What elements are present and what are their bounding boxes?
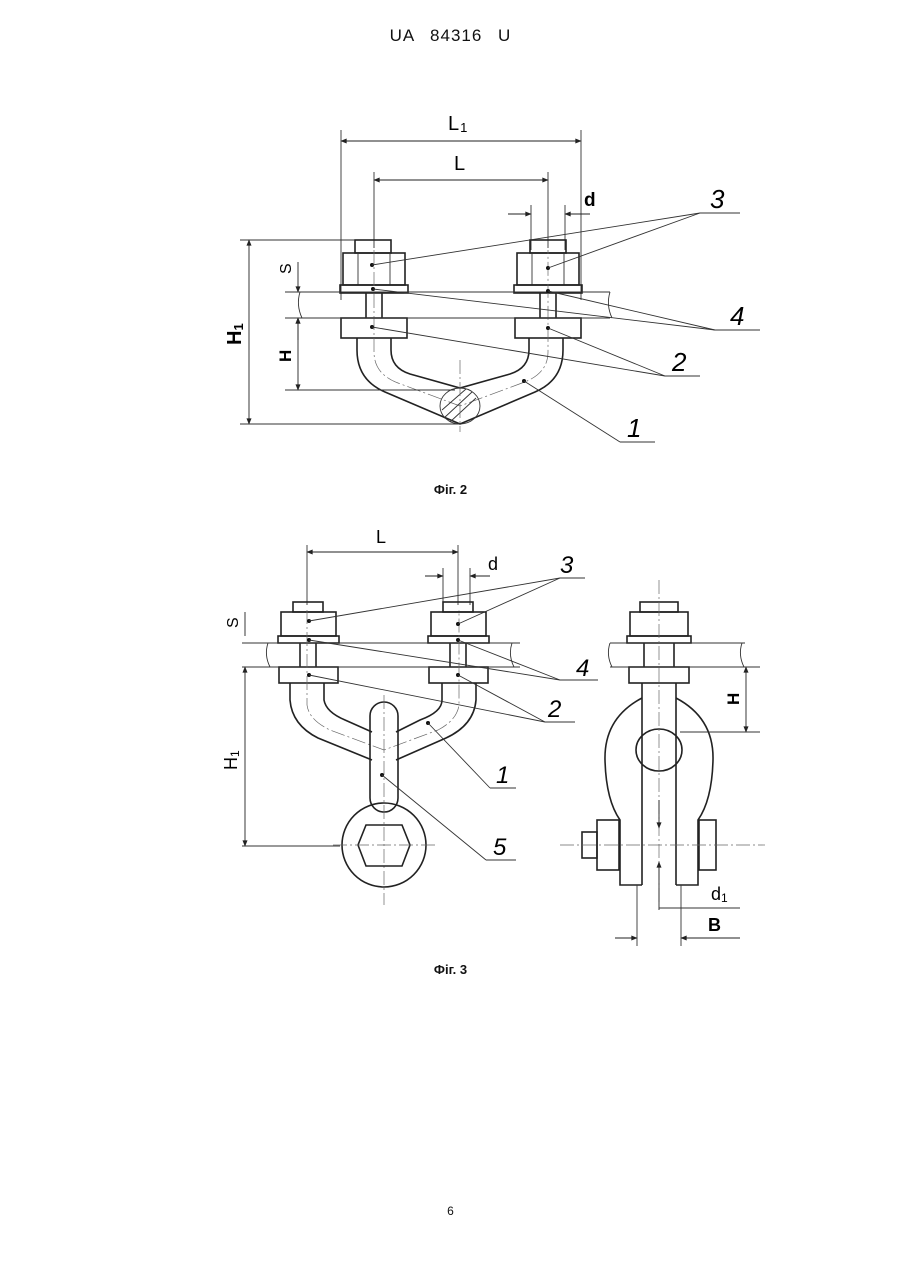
fig3-callout-4: 4 — [576, 655, 589, 682]
fig3-dim-H: H — [724, 693, 743, 705]
fig2-dim-H1: H1 — [224, 323, 246, 345]
fig3-dim-H1: H1 — [221, 750, 242, 770]
fig2-callout-2: 2 — [671, 347, 687, 377]
fig3-dim-d1: d1 — [711, 884, 728, 905]
figure-2-drawing: L1 L d — [224, 113, 760, 443]
fig3-callout-5: 5 — [493, 834, 507, 861]
fig2-dim-L: L — [454, 153, 465, 175]
page-number: 6 — [0, 1204, 901, 1218]
fig3-callout-1: 1 — [496, 762, 509, 789]
fig2-dim-S: S — [278, 263, 295, 274]
fig2-dim-L1: L1 — [448, 113, 467, 135]
fig3-dim-L: L — [376, 527, 386, 547]
fig2-callout-3: 3 — [710, 184, 725, 214]
fig3-callout-3: 3 — [560, 552, 574, 579]
fig3-dim-d: d — [488, 554, 498, 574]
fig2-callout-1: 1 — [627, 413, 641, 443]
figure-3-drawing: L d S — [221, 527, 765, 946]
figure-2-caption: Фіг. 2 — [0, 482, 901, 497]
fig3-dim-B: B — [708, 915, 721, 935]
fig3-callout-2: 2 — [547, 696, 561, 723]
figure-3-caption: Фіг. 3 — [0, 962, 901, 977]
fig2-dim-H: H — [276, 350, 295, 362]
fig2-dim-d: d — [584, 190, 596, 211]
fig3-dim-S: S — [225, 617, 242, 628]
fig2-callout-4: 4 — [730, 301, 744, 331]
